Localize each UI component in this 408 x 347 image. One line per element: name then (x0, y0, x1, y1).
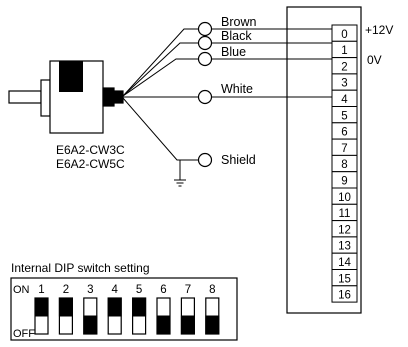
dip-switch-number: 7 (185, 284, 191, 296)
terminal-number: 12 (338, 224, 351, 236)
terminal-number: 15 (338, 273, 351, 285)
terminal-number: 3 (341, 78, 347, 90)
wire-label-white: White (221, 82, 253, 96)
terminal: 5 (331, 106, 358, 124)
terminal: 14 (331, 252, 358, 270)
terminal-number: 7 (341, 143, 347, 155)
signal-wires (122, 28, 340, 180)
dip-switch-on-label: ON (13, 284, 30, 296)
dip-switch-6: 6 (156, 284, 171, 335)
dip-switch-number: 8 (209, 284, 215, 296)
dip-switch-7: 7 (180, 284, 195, 335)
wire-label-brown: Brown (221, 15, 256, 29)
terminal-number: 0 (341, 29, 347, 41)
encoder-model-label: E6A2-CW5C (56, 157, 125, 171)
dip-switch-8: 8 (205, 284, 220, 335)
terminal: 2 (331, 57, 358, 75)
terminal: 0 (331, 24, 358, 42)
terminal: 11 (331, 203, 358, 222)
terminal: 12 (331, 220, 358, 238)
terminal-number: 11 (339, 208, 351, 220)
dip-switch-number: 4 (111, 284, 118, 296)
dip-switch-knob (107, 297, 122, 317)
dip-switch-knob (180, 315, 195, 335)
dip-switch-5: 5 (132, 284, 147, 335)
dip-switch-1: 1 (34, 284, 49, 335)
terminal-number: 10 (338, 192, 351, 204)
terminal-number: 9 (341, 176, 347, 188)
ground-icon (174, 179, 186, 187)
dip-switch-knob (205, 315, 220, 335)
terminal: 4 (331, 89, 358, 107)
wire-label-blue: Blue (221, 45, 246, 59)
dip-switch-knob (132, 297, 147, 317)
terminal-block-housing (286, 6, 362, 314)
wire-label-black: Black (221, 29, 252, 43)
dip-switch-housing (10, 277, 238, 341)
dip-switch-number: 3 (87, 284, 93, 296)
dip-switch-knob (156, 315, 171, 335)
encoder-model-label: E6A2-CW3C (56, 143, 125, 157)
wire-connector-circles (197, 21, 213, 168)
dip-switch-list: 1 2 3 4 5 6 7 8 (34, 284, 220, 335)
dip-switch-number: 6 (160, 284, 166, 296)
supply-label-plus12v: +12V (365, 23, 393, 37)
rotary-encoder-icon (8, 60, 124, 134)
terminal-number: 5 (341, 110, 347, 122)
terminal: 6 (331, 122, 358, 140)
terminal: 13 (331, 236, 358, 254)
dip-switch-number: 1 (38, 284, 44, 296)
terminal-number: 8 (341, 159, 347, 171)
wire-label-shield: Shield (221, 153, 256, 167)
dip-switch-number: 5 (136, 284, 142, 296)
terminal: 9 (331, 171, 358, 189)
terminal: 1 (331, 40, 358, 59)
dip-switch-4: 4 (107, 284, 122, 335)
terminal: 16 (331, 285, 358, 303)
terminal-number: 13 (338, 241, 351, 253)
terminal: 10 (331, 187, 358, 205)
terminal-number: 16 (338, 290, 351, 302)
dip-switch-knob (83, 315, 98, 335)
terminal: 3 (331, 73, 358, 91)
dip-switch-3: 3 (83, 284, 98, 335)
dip-switch-knob (58, 297, 73, 317)
dip-switch-number: 2 (63, 284, 69, 296)
terminal-number: 1 (341, 45, 347, 57)
terminal-number: 14 (338, 257, 351, 269)
terminal: 8 (331, 154, 358, 173)
dip-switch-2: 2 (58, 284, 74, 335)
terminal-number: 6 (341, 127, 347, 139)
terminal: 15 (331, 269, 358, 287)
terminal-number: 4 (341, 94, 348, 106)
supply-label-0v: 0V (367, 53, 382, 67)
dip-switch-knob (34, 297, 49, 317)
dip-switch-title: Internal DIP switch setting (11, 261, 150, 275)
terminal-number: 2 (341, 61, 347, 73)
terminal: 7 (331, 138, 358, 156)
dip-switch-off-label: OFF (13, 328, 35, 340)
